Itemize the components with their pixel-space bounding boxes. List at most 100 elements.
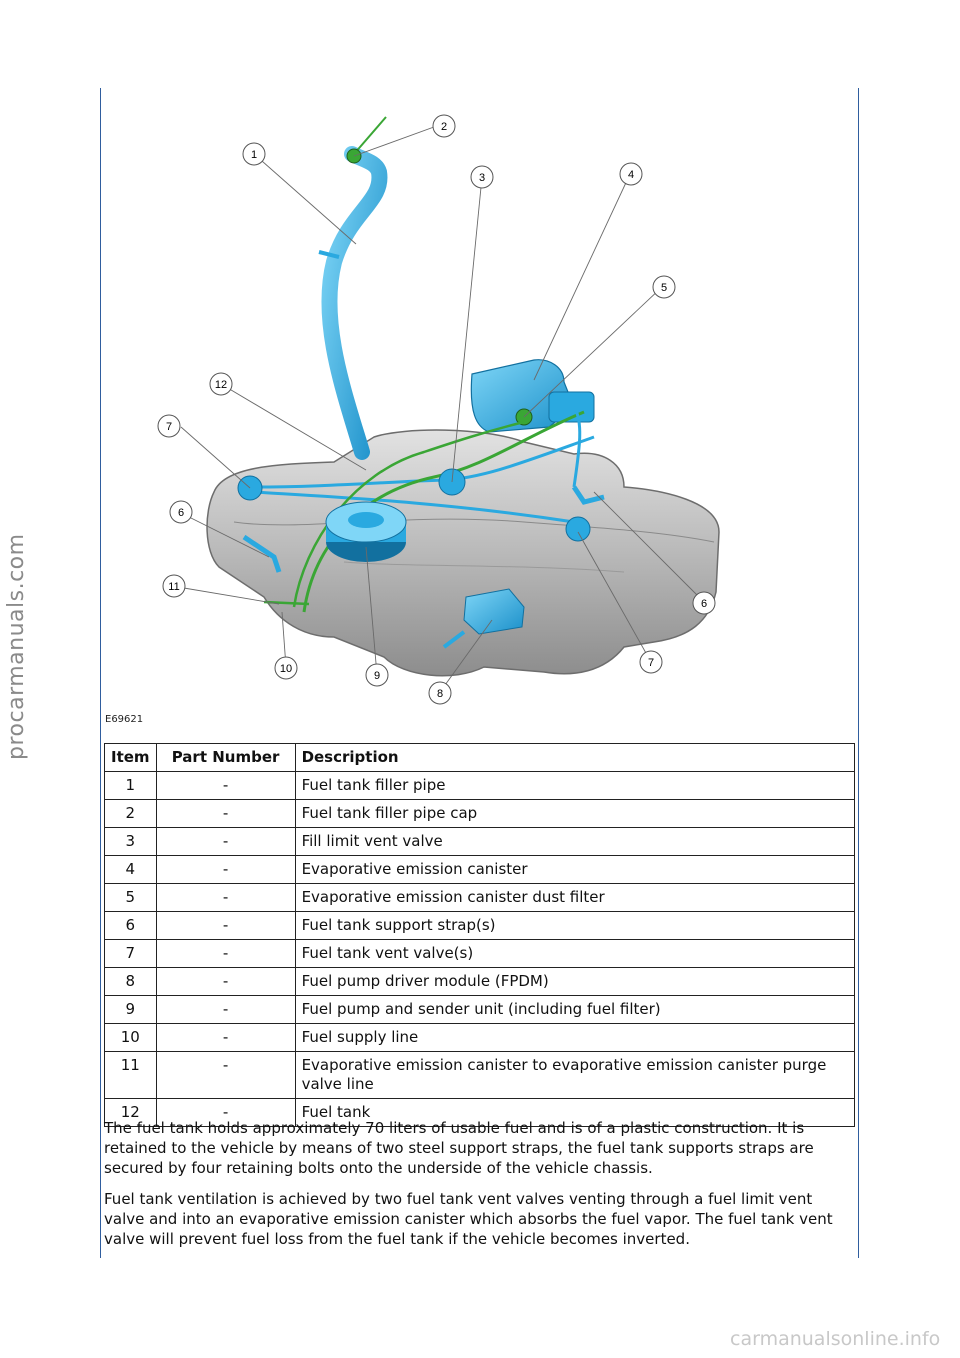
svg-text:5: 5 [661, 282, 667, 294]
parts-table: Item Part Number Description 1-Fuel tank… [104, 743, 856, 1127]
item-cell: 6 [104, 911, 157, 940]
part-number-cell: - [155, 883, 296, 912]
figure-id: E69621 [105, 714, 144, 725]
col-header-description: Description [294, 743, 856, 772]
right-margin-rule [858, 88, 859, 1258]
callout-7-left: 7 [157, 414, 181, 438]
description-cell: Fuel tank filler pipe cap [294, 799, 856, 828]
callout-12: 12 [209, 372, 233, 396]
table-header-row: Item Part Number Description [104, 743, 856, 772]
item-cell: 5 [104, 883, 157, 912]
part-number-cell: - [155, 1098, 296, 1127]
description-cell: Evaporative emission canister dust filte… [294, 883, 856, 912]
table-row: 5-Evaporative emission canister dust fil… [104, 883, 856, 912]
svg-text:9: 9 [374, 670, 380, 682]
fuel-tank-diagram: 1 2 3 4 5 12 7 6 11 10 9 8 6 7 [157, 114, 720, 705]
svg-text:6: 6 [701, 598, 707, 610]
description-cell: Fuel tank [294, 1098, 856, 1127]
callouts: 1 2 3 4 5 12 7 6 11 10 9 8 6 7 [157, 114, 716, 705]
callout-4: 4 [619, 162, 643, 186]
svg-text:8: 8 [437, 688, 443, 700]
description-cell: Fuel pump driver module (FPDM) [294, 967, 856, 996]
svg-text:7: 7 [648, 657, 654, 669]
left-margin-rule [100, 88, 101, 1258]
callout-11: 11 [162, 574, 186, 598]
item-cell: 12 [104, 1098, 157, 1127]
part-number-cell: - [155, 939, 296, 968]
description-cell: Evaporative emission canister [294, 855, 856, 884]
bottom-watermark: carmanualsonline.info [730, 1328, 941, 1350]
description-cell: Fuel tank filler pipe [294, 771, 856, 800]
callout-3: 3 [470, 165, 494, 189]
callout-1: 1 [242, 142, 266, 166]
part-number-cell: - [155, 995, 296, 1024]
fuel-tank-body [206, 429, 720, 677]
callout-2: 2 [432, 114, 456, 138]
support-strap-right [571, 485, 605, 505]
table-row: 11-Evaporative emission canister to evap… [104, 1051, 856, 1099]
callout-5: 5 [652, 275, 676, 299]
svg-text:2: 2 [441, 121, 447, 133]
part-number-cell: - [155, 967, 296, 996]
table-row: 12-Fuel tank [104, 1098, 856, 1127]
svg-text:4: 4 [628, 169, 634, 181]
description-cell: Evaporative emission canister to evapora… [294, 1051, 856, 1099]
body-text: The fuel tank holds approximately 70 lit… [104, 1118, 856, 1260]
callout-6-left: 6 [169, 500, 193, 524]
svg-text:10: 10 [280, 663, 292, 675]
table-row: 6-Fuel tank support strap(s) [104, 911, 856, 940]
table-row: 9-Fuel pump and sender unit (including f… [104, 995, 856, 1024]
item-cell: 8 [104, 967, 157, 996]
item-cell: 10 [104, 1023, 157, 1052]
table-row: 10-Fuel supply line [104, 1023, 856, 1052]
paragraph: Fuel tank ventilation is achieved by two… [104, 1190, 833, 1248]
callout-9: 9 [365, 663, 389, 687]
table-row: 2-Fuel tank filler pipe cap [104, 799, 856, 828]
part-number-cell: - [155, 1023, 296, 1052]
table-row: 4-Evaporative emission canister [104, 855, 856, 884]
callout-6-right: 6 [692, 591, 716, 615]
col-header-part-number: Part Number [155, 743, 296, 772]
fuel-pump-driver-module [442, 588, 525, 649]
svg-text:3: 3 [479, 172, 485, 184]
description-cell: Fuel pump and sender unit (including fue… [294, 995, 856, 1024]
description-cell: Fuel tank support strap(s) [294, 911, 856, 940]
svg-text:7: 7 [166, 421, 172, 433]
paragraph: The fuel tank holds approximately 70 lit… [104, 1119, 814, 1177]
col-header-item: Item [104, 743, 157, 772]
item-cell: 11 [104, 1051, 157, 1099]
part-number-cell: - [155, 771, 296, 800]
part-number-cell: - [155, 1051, 296, 1099]
item-cell: 2 [104, 799, 157, 828]
table-row: 3-Fill limit vent valve [104, 827, 856, 856]
item-cell: 3 [104, 827, 157, 856]
filler-cap [346, 148, 362, 164]
side-watermark: procarmanuals.com [4, 533, 29, 760]
svg-text:1: 1 [251, 149, 257, 161]
part-number-cell: - [155, 799, 296, 828]
callout-8: 8 [428, 681, 452, 705]
callout-7-right: 7 [639, 650, 663, 674]
svg-text:12: 12 [215, 379, 227, 391]
part-number-cell: - [155, 855, 296, 884]
table-row: 7-Fuel tank vent valve(s) [104, 939, 856, 968]
description-cell: Fuel supply line [294, 1023, 856, 1052]
svg-text:6: 6 [178, 507, 184, 519]
fuel-pump-sender [325, 501, 407, 562]
item-cell: 1 [104, 771, 157, 800]
description-cell: Fuel tank vent valve(s) [294, 939, 856, 968]
part-number-cell: - [155, 827, 296, 856]
svg-text:11: 11 [168, 581, 179, 593]
item-cell: 4 [104, 855, 157, 884]
table-row: 1-Fuel tank filler pipe [104, 771, 856, 800]
filler-pipe [321, 146, 388, 460]
vent-valve-right [565, 516, 591, 542]
table-row: 8-Fuel pump driver module (FPDM) [104, 967, 856, 996]
item-cell: 9 [104, 995, 157, 1024]
callout-10: 10 [274, 656, 298, 680]
item-cell: 7 [104, 939, 157, 968]
part-number-cell: - [155, 911, 296, 940]
evaporative-canister [470, 359, 595, 433]
support-strap-left [242, 534, 282, 573]
description-cell: Fill limit vent valve [294, 827, 856, 856]
